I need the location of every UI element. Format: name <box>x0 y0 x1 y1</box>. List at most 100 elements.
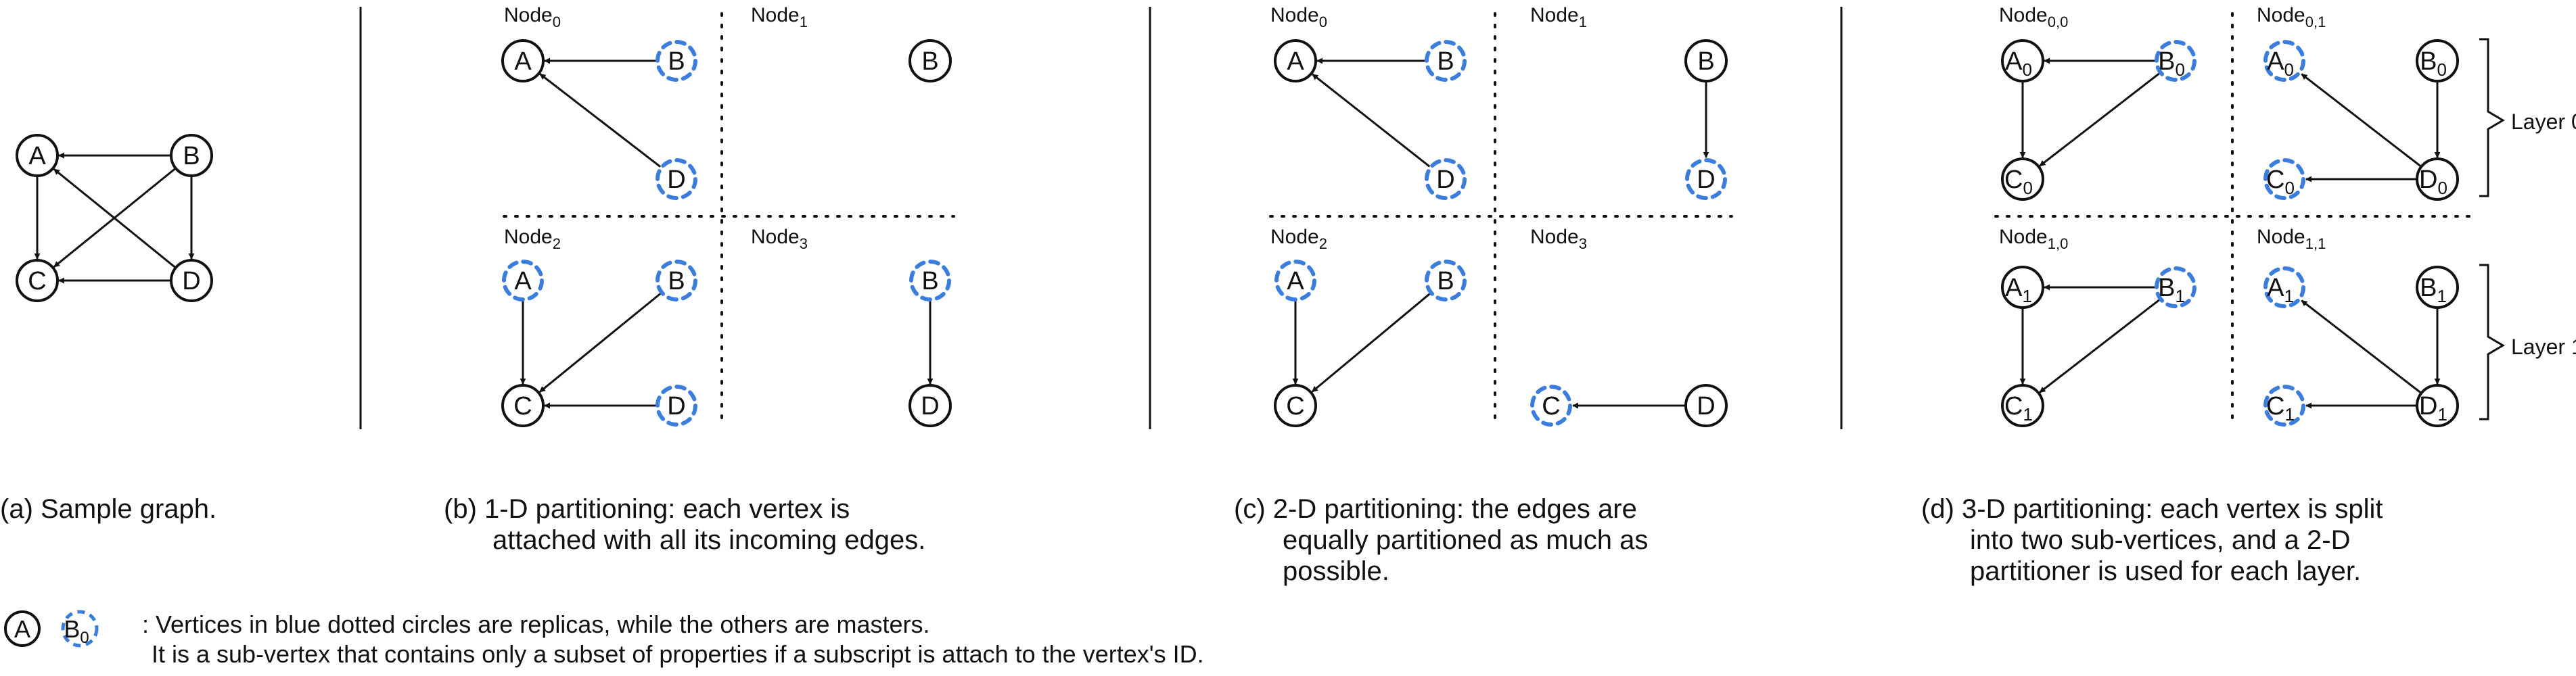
caption-c-line-3: possible. <box>1283 556 1389 586</box>
svg-text:B1: B1 <box>2420 274 2447 306</box>
caption-a-line-1: (a) Sample graph. <box>0 494 217 524</box>
vertex-d-b0: B0 <box>2416 39 2459 82</box>
legend-master-label: A <box>14 615 30 643</box>
svg-text:C0: C0 <box>2266 166 2295 198</box>
svg-text:C: C <box>1286 392 1304 420</box>
caption-c-line-1: (c) 2-D partitioning: the edges are <box>1234 494 1637 524</box>
caption-b-line-1: (b) 1-D partitioning: each vertex is <box>444 494 850 524</box>
vertex-d-c1: C1 <box>2001 384 2044 427</box>
vertex-c-d-replica: D <box>1685 158 1727 200</box>
svg-text:D: D <box>921 392 939 420</box>
edge-c-d-to-a <box>1312 73 1431 168</box>
vertex-b-b: B <box>908 39 952 82</box>
svg-text:B0: B0 <box>2158 47 2185 80</box>
vertex-b-b-replica: B <box>656 40 697 82</box>
vertex-d-c0: C0 <box>2001 158 2044 201</box>
caption-d-line-3: partitioner is used for each layer. <box>1970 556 2362 586</box>
edge-d-d-to-a <box>2301 73 2422 168</box>
caption-c-line-2: equally partitioned as much as <box>1283 525 1649 555</box>
legend-line-2: It is a sub-vertex that contains only a … <box>152 640 1204 668</box>
svg-text:B: B <box>1697 47 1714 76</box>
layer-braces <box>2479 38 2505 420</box>
partition-lines <box>503 12 2470 424</box>
vertex-d-b1-replica: B1 <box>2155 266 2196 308</box>
layer-1-brace <box>2479 264 2505 420</box>
svg-text:D: D <box>1436 166 1454 194</box>
caption-d-line-2: into two sub-vertices, and a 2-D <box>1970 525 2351 555</box>
edge-d-d-to-a <box>2301 299 2422 394</box>
vertex-c-d: D <box>1684 384 1728 427</box>
node-label-c-3: Node3 <box>1530 226 1587 252</box>
caption-a: (a) Sample graph. <box>0 493 216 525</box>
vertex-b-b-replica: B <box>656 260 697 301</box>
svg-text:C1: C1 <box>2266 392 2295 425</box>
vertex-a-c: C <box>16 259 59 302</box>
vertex-d-a0-replica: A0 <box>2263 40 2305 82</box>
node-label-d-0-1: Node0,1 <box>2257 4 2326 30</box>
node-label-d-0-0: Node0,0 <box>1999 4 2068 30</box>
svg-text:A: A <box>1287 267 1304 295</box>
vertex-d-b0-replica: B0 <box>2155 40 2196 82</box>
node-label-b-0: Node0 <box>504 4 561 30</box>
vertex-d-d0: D0 <box>2416 158 2459 201</box>
vertex-d-d1: D1 <box>2416 384 2459 427</box>
svg-text:C: C <box>1542 392 1560 420</box>
vertex-d-c1-replica: C1 <box>2263 385 2305 427</box>
legend-replica-circle <box>61 610 99 648</box>
layer-0-brace <box>2479 38 2505 197</box>
panel-separators <box>359 7 1843 429</box>
node-label-c-0: Node0 <box>1270 4 1327 30</box>
node-label-b-3: Node3 <box>751 226 808 252</box>
svg-text:B: B <box>921 267 938 295</box>
svg-text:C: C <box>28 267 46 295</box>
layer-0-label: Layer 0 <box>2511 110 2576 134</box>
vertex-d-a1: A1 <box>2001 266 2044 309</box>
svg-text:B: B <box>1437 267 1454 295</box>
svg-text:B1: B1 <box>2158 274 2185 306</box>
svg-text:D: D <box>182 267 200 295</box>
svg-text:C1: C1 <box>2004 392 2033 425</box>
vertex-b-d: D <box>908 384 952 427</box>
edge-c-b-to-c <box>1311 293 1431 393</box>
caption-b: (b) 1-D partitioning: each vertex is att… <box>444 493 925 556</box>
svg-text:A1: A1 <box>2005 274 2032 306</box>
node-label-b-2: Node2 <box>504 226 561 252</box>
node-label-b-1: Node1 <box>751 4 808 30</box>
svg-text:B: B <box>921 47 938 76</box>
vertex-c-a-replica: A <box>1274 260 1316 301</box>
edge-d-b-to-c <box>2039 299 2161 393</box>
node-label-d-1-0: Node1,0 <box>1999 226 2068 252</box>
legend-replica-label: B0 <box>64 615 89 647</box>
legend-master-circle <box>4 610 41 647</box>
vertex-c-b-replica: B <box>1425 260 1467 301</box>
svg-text:B: B <box>668 47 685 76</box>
vertex-a-d: D <box>170 259 213 302</box>
vertex-c-a: A <box>1274 39 1317 82</box>
svg-text:A: A <box>514 47 532 76</box>
vertex-a-b: B <box>170 134 213 177</box>
vertex-b-a-replica: A <box>502 260 544 301</box>
vertex-b-a: A <box>501 39 545 82</box>
vertex-c-b: B <box>1684 39 1728 82</box>
vertex-c-c: C <box>1274 384 1317 427</box>
svg-text:A: A <box>1287 47 1304 76</box>
vertex-c-c-replica: C <box>1530 385 1572 427</box>
node-label-d-1-1: Node1,1 <box>2257 226 2326 252</box>
vertex-c-b-replica: B <box>1425 40 1467 82</box>
svg-text:A: A <box>28 142 46 170</box>
node-label-c-2: Node2 <box>1270 226 1327 252</box>
caption-c: (c) 2-D partitioning: the edges are equa… <box>1234 493 1648 587</box>
layer-1-label: Layer 1 <box>2511 335 2576 359</box>
legend-symbols: A B0 <box>4 610 99 648</box>
svg-text:D1: D1 <box>2419 392 2447 425</box>
svg-text:D: D <box>667 166 685 194</box>
svg-text:D0: D0 <box>2419 166 2447 198</box>
vertex-b-d-replica: D <box>656 385 697 427</box>
legend-text: : Vertices in blue dotted circles are re… <box>142 610 1204 669</box>
vertex-d-c0-replica: C0 <box>2263 158 2305 200</box>
legend-line-1: : Vertices in blue dotted circles are re… <box>142 610 930 638</box>
vertex-b-b-replica: B <box>909 260 951 301</box>
svg-text:A0: A0 <box>2267 47 2294 80</box>
